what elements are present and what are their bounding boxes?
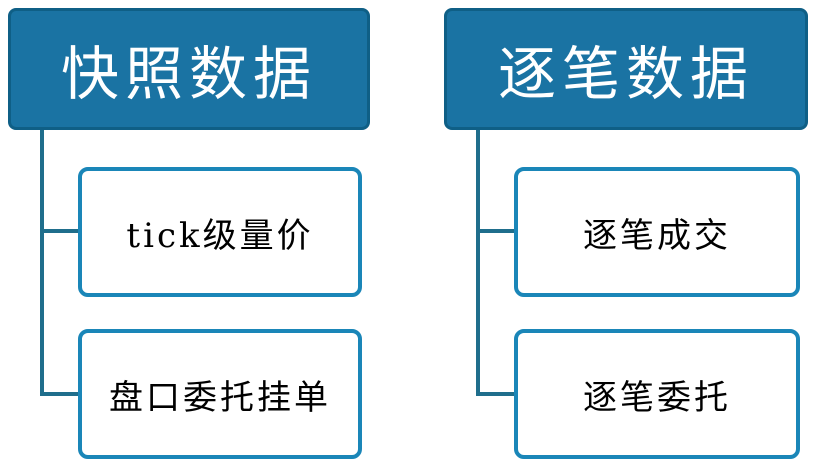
left-header-label: 快照数据	[60, 40, 317, 108]
left-branch-line-2	[40, 392, 78, 396]
right-branch-line-1	[476, 229, 514, 233]
left-item-label-1: tick级量价	[126, 215, 314, 256]
left-item-box-1: tick级量价	[78, 167, 362, 297]
left-trunk-line	[40, 128, 44, 396]
left-header-box: 快照数据	[8, 8, 370, 130]
left-item-label-2: 盘口委托挂单	[109, 377, 331, 418]
right-trunk-line	[476, 128, 480, 396]
right-item-label-2: 逐笔委托	[583, 377, 731, 418]
right-item-box-1: 逐笔成交	[514, 167, 800, 297]
left-branch-line-1	[40, 229, 78, 233]
right-header-box: 逐笔数据	[444, 8, 808, 130]
right-item-label-1: 逐笔成交	[583, 215, 731, 256]
left-item-box-2: 盘口委托挂单	[78, 329, 362, 459]
right-branch-line-2	[476, 392, 514, 396]
right-item-box-2: 逐笔委托	[514, 329, 800, 459]
right-header-label: 逐笔数据	[497, 40, 754, 108]
